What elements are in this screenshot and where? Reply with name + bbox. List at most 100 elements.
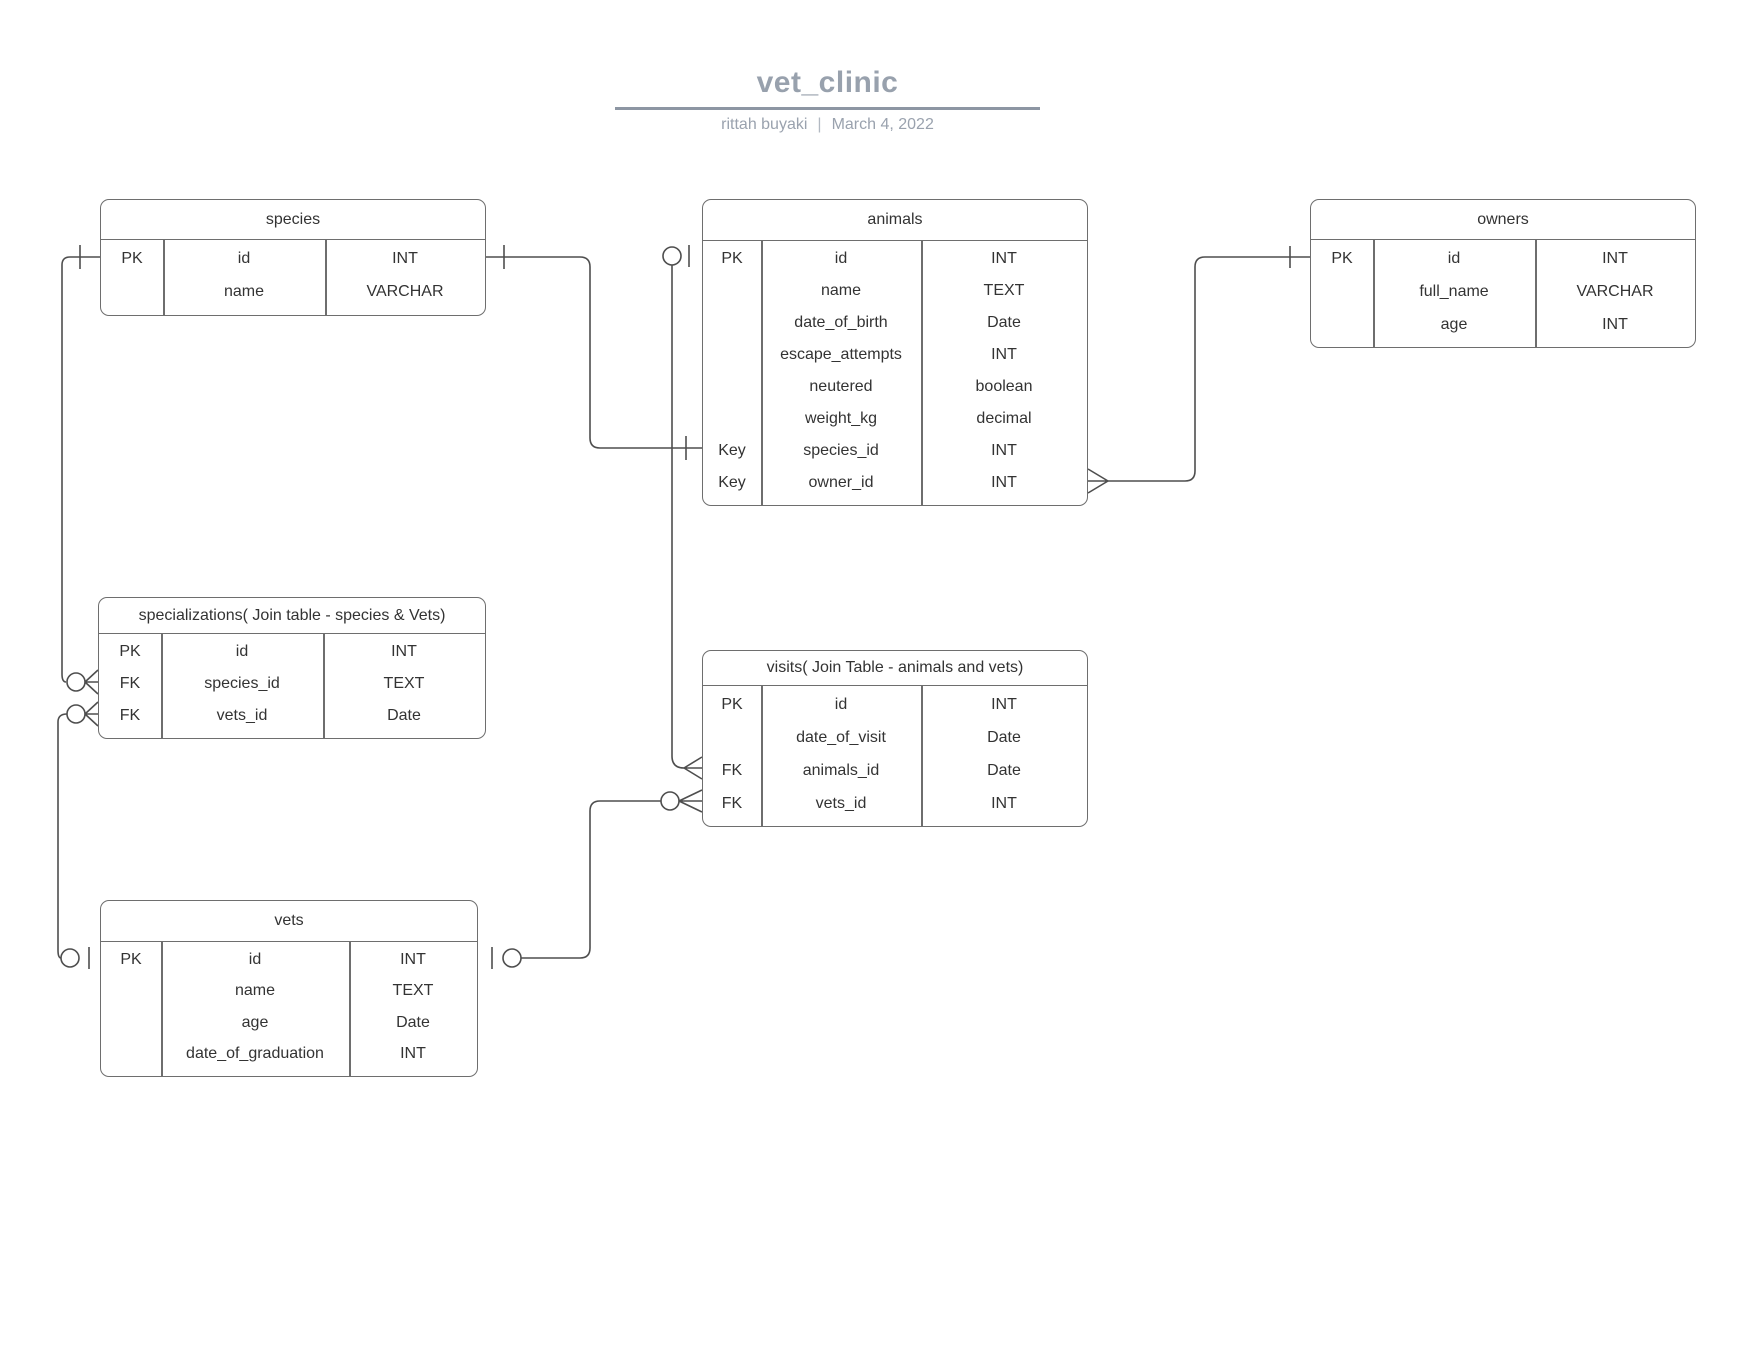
field-name: name [223,283,265,301]
field-key: FK [119,707,141,724]
field-type: INT [991,346,1017,363]
field-key [703,307,761,339]
field-key [101,1007,161,1039]
table-specializations[interactable]: specializations( Join table - species & … [98,597,486,739]
field-name: animals_id [802,761,880,779]
table-owners-title: owners [1311,200,1695,240]
field-key: PK [119,643,141,660]
column-divider [761,241,763,505]
field-name: neutered [809,378,873,395]
field-key [101,1039,161,1071]
field-name: date_of_visit [796,728,886,746]
relationship-vets-specializations[interactable] [57,701,99,969]
subtitle-separator: | [817,116,822,133]
title-block: vet_clinic rittah buyaki|March 4, 2022 [615,66,1040,134]
field-type: Date [987,761,1021,779]
field-name: name [234,982,276,1000]
field-name: id [248,950,262,968]
relationship-species-specializations[interactable] [61,245,100,695]
field-type: Date [987,728,1021,746]
column-divider [921,686,923,826]
table-specializations-title: specializations( Join table - species & … [99,598,485,634]
table-specializations-body: PK id INT FK species_id TEXT FK vets_id Date [99,634,485,738]
field-key: Key [718,442,746,459]
column-divider [161,634,163,738]
field-name: age [241,1013,269,1031]
field-name: id [834,695,848,713]
column-divider [349,942,351,1076]
field-name: vets_id [216,707,268,724]
field-name: escape_attempts [780,346,902,363]
table-vets-title: vets [101,901,477,942]
field-key: PK [1331,249,1353,267]
field-key: Key [718,474,746,491]
diagram-title: vet_clinic [756,66,899,99]
relationship-vets-visits[interactable] [491,789,703,969]
table-visits-title: visits( Join Table - animals and vets) [703,651,1087,686]
field-key: PK [121,249,143,267]
relationship-species-animals[interactable] [486,245,702,460]
field-type: INT [392,249,418,267]
field-key: FK [721,794,743,812]
table-species-title: species [101,200,485,240]
column-divider [325,240,327,315]
field-type: INT [400,950,426,968]
field-type: INT [991,442,1017,459]
field-key [703,721,761,754]
field-name: vets_id [815,794,867,812]
field-name: species_id [204,675,280,692]
field-type: TEXT [392,982,434,1000]
field-type: VARCHAR [366,283,444,301]
column-divider [163,240,165,315]
field-key [1311,308,1373,341]
relationship-animals-visits[interactable] [662,245,703,780]
column-divider [1373,240,1375,347]
field-type: boolean [975,378,1033,395]
field-key: PK [721,250,743,267]
field-key: FK [721,761,743,779]
table-animals-title: animals [703,200,1087,241]
field-name: weight_kg [804,410,878,427]
table-visits[interactable]: visits( Join Table - animals and vets) P… [702,650,1088,827]
column-divider [161,942,163,1076]
column-divider [761,686,763,826]
field-type: INT [391,643,417,660]
field-key [703,403,761,435]
field-type: INT [400,1045,426,1063]
diagram-subtitle: rittah buyaki|March 4, 2022 [615,116,1040,134]
column-divider [1535,240,1537,347]
field-type: INT [1602,249,1628,267]
field-type: INT [991,695,1017,713]
column-divider [921,241,923,505]
field-name: name [820,282,862,299]
field-key [703,339,761,371]
field-key: FK [119,675,141,692]
title-underline [615,107,1040,110]
field-key [703,371,761,403]
field-key [101,276,163,310]
field-name: age [1440,315,1468,333]
field-name: date_of_birth [794,314,888,331]
field-type: Date [387,707,421,724]
relationship-animals-owners[interactable] [1087,246,1310,494]
field-type: INT [1602,315,1628,333]
field-name: id [834,250,848,267]
field-type: Date [396,1013,430,1031]
field-key: PK [120,950,142,968]
field-key [1311,275,1373,308]
field-type: TEXT [383,675,425,692]
field-name: id [235,643,249,660]
field-type: INT [991,474,1017,491]
field-type: VARCHAR [1576,282,1654,300]
field-type: INT [991,794,1017,812]
